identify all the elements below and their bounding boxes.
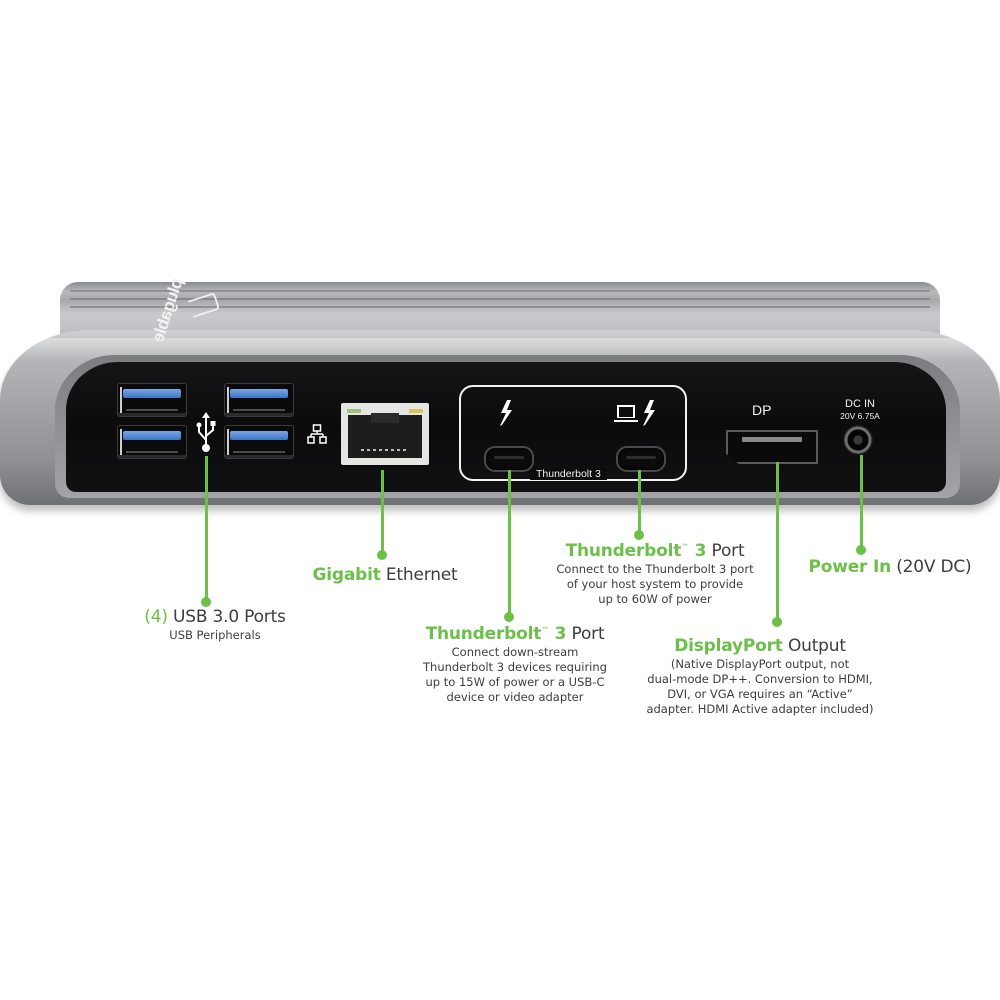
dc-rating-label: 20V 6.75A (840, 411, 880, 421)
dp-port-label: DP (752, 402, 772, 418)
thunderbolt-group-label: Thunderbolt 3 (530, 468, 607, 480)
ethernet-callout-dot (377, 550, 387, 560)
ethernet-callout-line (381, 470, 384, 554)
displayport-desc-line: dual-mode DP++. Conversion to HDMI, (647, 672, 873, 686)
usb-icon (196, 412, 216, 452)
trademark: ™ (541, 625, 549, 635)
usb-callout-line (205, 456, 208, 602)
laptop-icon (614, 405, 638, 422)
trademark: ™ (681, 542, 689, 552)
tb-downstream-callout-dot (504, 612, 514, 622)
ethernet-callout: Gigabit Ethernet (300, 565, 470, 585)
activity-led (409, 409, 423, 413)
usb-callout-title: USB 3.0 Ports (173, 607, 286, 627)
tb-downstream-highlight: Thunderbolt (425, 624, 542, 644)
top-groove (70, 290, 930, 292)
usb-count: (4) (144, 607, 168, 627)
thunderbolt-group-frame (459, 385, 687, 481)
link-led (347, 409, 361, 413)
displayport-callout-dot (772, 617, 782, 627)
usb-callout: (4) USB 3.0 Ports USB Peripherals (120, 607, 310, 643)
power-title: (20V DC) (891, 557, 972, 577)
top-groove (70, 306, 930, 308)
displayport-desc-line: adapter. HDMI Active adapter included) (646, 702, 874, 716)
tb-host-title: Port (706, 541, 745, 561)
network-icon (307, 424, 327, 444)
usb-port-1[interactable] (117, 383, 187, 417)
usb-callout-desc: USB Peripherals (169, 628, 261, 642)
power-callout: Power In (20V DC) (795, 557, 985, 577)
thunderbolt-port-downstream[interactable] (484, 446, 534, 472)
tb-downstream-desc-line: up to 15W of power or a USB-C (425, 675, 605, 689)
usb-callout-dot (201, 597, 211, 607)
displayport-highlight: DisplayPort (674, 636, 783, 656)
tb-host-callout: Thunderbolt™ 3 Port Connect to the Thund… (530, 541, 780, 607)
tb-version: 3 (688, 541, 707, 561)
top-groove (70, 298, 930, 300)
tb-host-callout-dot (634, 530, 644, 540)
ethernet-callout-title: Ethernet (385, 565, 458, 585)
tb-downstream-desc-line: Connect down-stream (451, 645, 579, 659)
usb-port-2[interactable] (117, 425, 187, 459)
tb-host-desc-line: Connect to the Thunderbolt 3 port (556, 562, 754, 576)
ethernet-callout-highlight: Gigabit (312, 565, 381, 585)
tb-host-highlight: Thunderbolt (565, 541, 682, 561)
tb-downstream-callout: Thunderbolt™ 3 Port Connect down-stream … (395, 624, 635, 705)
tb-downstream-callout-line (508, 470, 511, 616)
ethernet-port[interactable] (341, 403, 429, 465)
power-callout-dot (856, 545, 866, 555)
thunderbolt-icon (643, 400, 655, 426)
tb-downstream-desc-line: Thunderbolt 3 devices requiring (423, 660, 607, 674)
thunderbolt-icon (500, 400, 512, 426)
tb-host-desc-line: of your host system to provide (566, 577, 744, 591)
tb-downstream-desc-line: device or video adapter (446, 690, 584, 704)
displayport-callout: DisplayPort Output (Native DisplayPort o… (630, 636, 890, 717)
displayport-callout-line (776, 462, 779, 622)
displayport-port[interactable] (726, 430, 818, 464)
usb-port-3[interactable] (224, 383, 294, 417)
tb-host-callout-line (638, 470, 641, 536)
power-callout-line (860, 455, 863, 550)
displayport-title: Output (782, 636, 846, 656)
dc-in-label: DC IN (845, 398, 875, 410)
tb-downstream-title: Port (566, 624, 605, 644)
tb-version: 3 (548, 624, 567, 644)
dc-power-jack[interactable] (843, 425, 873, 455)
displayport-desc-line: DVI, or VGA requires an “Active” (667, 687, 853, 701)
power-highlight: Power In (808, 557, 891, 577)
tb-host-desc-line: up to 60W of power (598, 592, 712, 606)
thunderbolt-port-host[interactable] (616, 446, 666, 472)
usb-port-4[interactable] (224, 425, 294, 459)
displayport-desc-line: (Native DisplayPort output, not (670, 657, 850, 671)
